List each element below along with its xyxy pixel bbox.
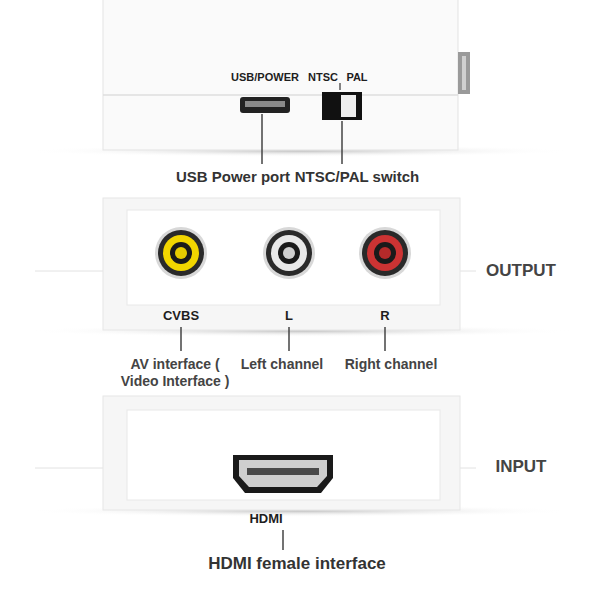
switch-slider: [341, 95, 356, 117]
part-name: Right channel: [345, 356, 438, 373]
switch-marking: PAL: [346, 71, 367, 84]
yellow-jack: [158, 230, 204, 276]
output-panel: [103, 198, 460, 330]
hdmi-port-shell: [239, 460, 327, 487]
switch-marking: NTSC: [308, 71, 338, 84]
white-jack-pin: [283, 247, 295, 259]
panel-edge: [103, 94, 458, 96]
red-jack-pin: [379, 247, 391, 259]
hdmi-port: [233, 455, 333, 493]
yellow-jack-pin: [175, 247, 187, 259]
leader-line: [341, 121, 343, 164]
side-plug-detail: [462, 56, 466, 90]
guide-line: [35, 468, 103, 469]
part-name: AV interface ( Video Interface ): [113, 356, 238, 390]
part-name: Left channel: [241, 356, 323, 373]
port-marking: HDMI: [249, 511, 282, 527]
input-panel: [103, 396, 460, 510]
jack-marking: L: [285, 308, 293, 324]
switch-tick: [339, 83, 340, 90]
leader-line: [261, 114, 263, 164]
leader-line: [282, 530, 284, 550]
white-jack-hole: [278, 242, 300, 264]
port-marking: USB/POWER: [231, 71, 299, 84]
input-face: [127, 410, 440, 500]
jack-marking: R: [380, 308, 389, 324]
jack-marking: CVBS: [163, 308, 199, 324]
guide-line: [460, 271, 476, 272]
output-face: [127, 210, 440, 305]
guide-line: [460, 468, 476, 469]
top-panel: [103, 0, 458, 150]
yellow-jack-ring: [163, 235, 199, 271]
leader-line: [180, 327, 182, 351]
red-jack-hole: [374, 242, 396, 264]
red-jack-ring: [367, 235, 403, 271]
leader-line: [288, 327, 290, 351]
white-jack-ring: [271, 235, 307, 271]
part-name: NTSC/PAL switch: [295, 168, 419, 186]
part-name: USB Power port: [176, 168, 290, 186]
side-plug: [458, 52, 470, 94]
jack-rim: [359, 227, 411, 279]
jack-rim: [263, 227, 315, 279]
leader-line: [384, 327, 386, 351]
side-heading: INPUT: [496, 457, 547, 477]
mini-usb-tongue: [245, 101, 285, 107]
white-jack: [266, 230, 312, 276]
yellow-jack-hole: [170, 242, 192, 264]
mini-usb-port: [240, 97, 290, 113]
jack-rim: [155, 227, 207, 279]
part-name: HDMI female interface: [208, 554, 386, 574]
side-heading: OUTPUT: [486, 261, 556, 281]
hdmi-port-tongue: [247, 468, 319, 475]
switch-body: [322, 92, 362, 120]
red-jack: [362, 230, 408, 276]
guide-line: [35, 271, 103, 272]
